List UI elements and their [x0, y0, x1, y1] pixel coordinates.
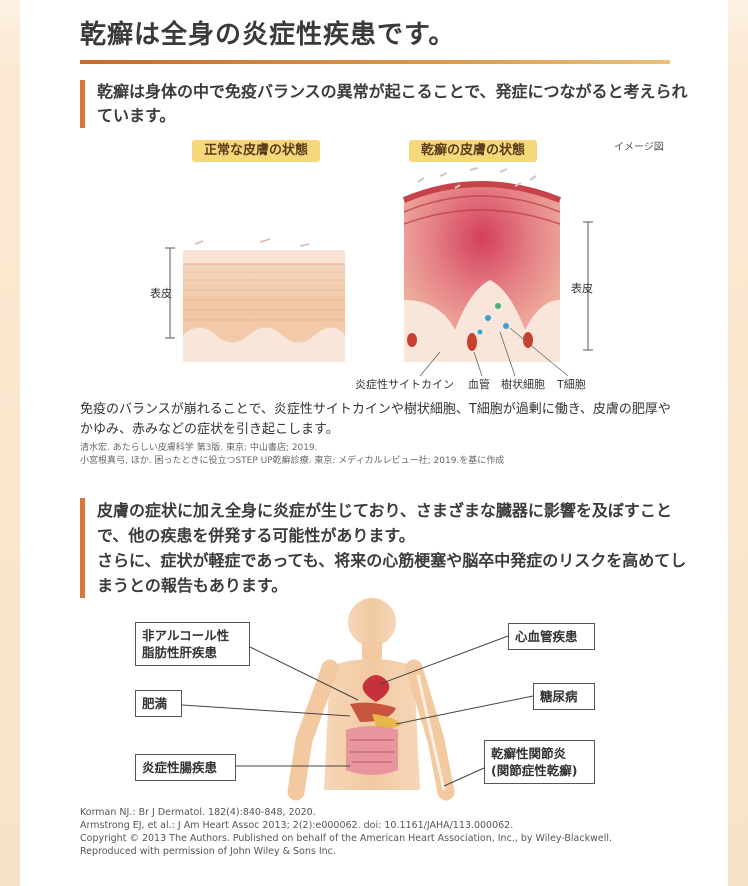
callout-cytokine: 炎症性サイトカイン	[355, 377, 454, 391]
citation-2: Armstrong EJ, et al.: J Am Heart Assoc 2…	[80, 820, 514, 831]
skin-references: 清水宏. あたらしい皮膚科学 第3版. 東京: 中山書店; 2019. 小宮根真…	[80, 442, 680, 468]
psoriasis-skin-label: 乾癬の皮膚の状態	[409, 140, 538, 162]
reference-1: 清水宏. あたらしい皮膚科学 第3版. 東京: 中山書店; 2019.	[80, 443, 318, 453]
callout-lines	[419, 327, 569, 377]
comorbidity-leader-lines	[181, 635, 534, 787]
ibd-box: 炎症性腸疾患	[135, 754, 236, 781]
epidermis-label-right: 表皮	[571, 281, 593, 295]
citation-block: Korman NJ.: Br J Dermatol. 182(4):840-84…	[80, 806, 700, 858]
diabetes-box: 糖尿病	[533, 683, 595, 710]
arthritis-line-2: (関節症性乾癬)	[491, 763, 578, 778]
mechanism-description: 免疫のバランスが崩れることで、炎症性サイトカインや樹状細胞、T細胞が過剰に働き、…	[80, 402, 671, 437]
epidermis-label-left: 表皮	[150, 286, 172, 300]
nafld-line-1: 非アルコール性	[142, 628, 230, 643]
lead-paragraph-2: 皮膚の症状に加え全身に炎症が生じており、さまざまな臓器に影響を及ぼすことで、他の…	[80, 498, 697, 598]
normal-skin-label: 正常な皮膚の状態	[192, 140, 321, 162]
diabetes-label: 糖尿病	[540, 689, 578, 704]
page-title: 乾癬は全身の炎症性疾患です。	[80, 20, 456, 50]
obesity-label: 肥満	[142, 696, 168, 711]
arthritis-line-1: 乾癬性関節炎	[491, 746, 567, 761]
lead-text-1: 乾癬は身体の中で免疫バランスの異常が起こることで、発症につながると考えられていま…	[97, 82, 688, 125]
citation-3: Copyright © 2013 The Authors. Published …	[80, 833, 612, 844]
obesity-box: 肥満	[135, 690, 182, 717]
psoriasis-skin-cross-section	[402, 167, 562, 362]
nafld-box: 非アルコール性 脂肪性肝疾患	[135, 622, 250, 666]
cardiovascular-label: 心血管疾患	[515, 629, 578, 644]
lead-text-2b: さらに、症状が軽症であっても、将来の心筋梗塞や脳卒中発症のリスクを高めてしまうと…	[97, 551, 687, 595]
title-underline	[80, 60, 670, 64]
ibd-label: 炎症性腸疾患	[142, 760, 218, 775]
reference-2: 小宮根真弓, ほか. 困ったときに役立つSTEP UP乾癬診療. 東京: メディ…	[80, 456, 505, 466]
normal-skin-cross-section	[183, 238, 345, 362]
citation-4: Reproduced with permission of John Wiley…	[80, 846, 336, 857]
callout-dendritic-cell: 樹状細胞	[501, 377, 545, 391]
nafld-line-2: 脂肪性肝疾患	[142, 645, 218, 660]
citation-1: Korman NJ.: Br J Dermatol. 182(4):840-84…	[80, 807, 316, 818]
cardiovascular-box: 心血管疾患	[508, 623, 595, 650]
human-body-figure	[287, 598, 455, 801]
psoriatic-arthritis-box: 乾癬性関節炎 (関節症性乾癬)	[484, 740, 595, 784]
lead-paragraph-1: 乾癬は身体の中で免疫バランスの異常が起こることで、発症につながると考えられていま…	[80, 80, 697, 128]
psoriasis-skin-bracket	[583, 221, 593, 351]
normal-skin-bracket	[165, 247, 175, 339]
lead-text-2a: 皮膚の症状に加え全身に炎症が生じており、さまざまな臓器に影響を及ぼすことで、他の…	[97, 501, 672, 545]
image-note: イメージ図	[614, 142, 664, 153]
callout-t-cell: T細胞	[556, 378, 586, 391]
callout-blood-vessel: 血管	[468, 377, 490, 391]
